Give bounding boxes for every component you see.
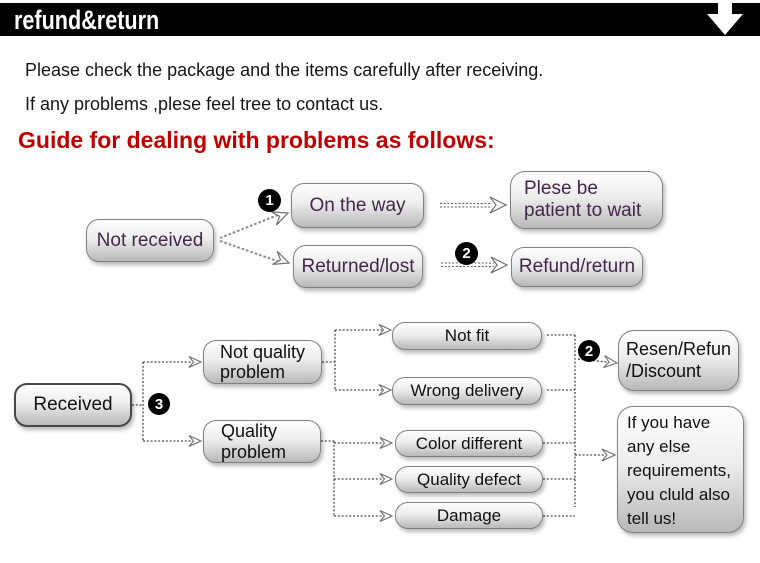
- flow2-arrowheads: [188, 324, 619, 522]
- on-the-way-box: On the way: [291, 183, 424, 228]
- not-received-box: Not received: [86, 219, 214, 262]
- step-2-badge-flow2: 2: [578, 340, 600, 362]
- wrong-delivery-box: Wrong delivery: [392, 377, 542, 405]
- patient-wait-box: Plese be patient to wait: [510, 171, 663, 229]
- quality-defect-box: Quality defect: [395, 466, 543, 493]
- received-box: Received: [14, 383, 132, 427]
- other-requirements-box: If you have any else requirements, you c…: [617, 406, 744, 533]
- color-different-box: Color different: [395, 430, 543, 457]
- flow1-arrowheads: [271, 196, 509, 274]
- step-1-badge: 1: [258, 189, 281, 212]
- refund-return-box: Refund/return: [511, 247, 643, 287]
- quality-problem-box: Quality problem: [203, 420, 321, 463]
- guide-heading: Guide for dealing with problems as follo…: [18, 127, 495, 153]
- flow1-split-lines: [219, 214, 281, 263]
- resend-refund-discount-box: Resen/Refun /Discount: [618, 330, 739, 391]
- down-arrow-icon: [707, 3, 743, 35]
- banner: refund&return: [0, 3, 760, 36]
- intro-line-2: If any problems ,plese feel tree to cont…: [25, 94, 384, 114]
- step-3-badge: 3: [148, 393, 170, 415]
- not-fit-box: Not fit: [392, 322, 542, 350]
- damage-box: Damage: [395, 502, 543, 529]
- step-2-badge-flow1: 2: [455, 242, 478, 265]
- returned-lost-box: Returned/lost: [293, 245, 423, 288]
- banner-title: refund&return: [14, 5, 160, 35]
- intro-line-1: Please check the package and the items c…: [25, 60, 544, 80]
- flow2-lines: [132, 329, 608, 517]
- not-quality-problem-box: Not quality problem: [203, 340, 322, 384]
